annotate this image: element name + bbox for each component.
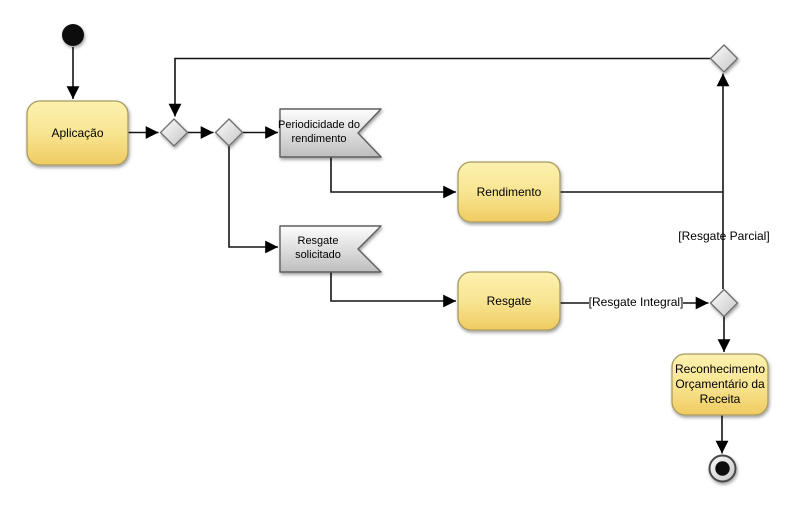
edge-periodicidade-to-rendimento <box>330 157 456 199</box>
decision-diamond-right <box>709 288 739 318</box>
activity-resgate <box>457 271 561 331</box>
activity-aplicacao <box>26 100 129 166</box>
edge-topmerge-to-merge1 <box>168 57 711 117</box>
edge-decision1-to-resgate-solicitado <box>228 146 278 254</box>
initial-node <box>62 24 84 46</box>
merge-diamond-1 <box>159 118 189 147</box>
edges-group <box>66 47 731 454</box>
final-node <box>708 454 737 483</box>
activity-reconhecimento <box>671 353 769 416</box>
accept-event-resgate-solicitado <box>279 225 382 273</box>
final-node-core <box>715 461 730 476</box>
activity-rendimento <box>457 161 561 223</box>
edge-resgate-solicitado-to-resgate <box>330 272 456 308</box>
merge-diamond-top-right <box>709 44 739 73</box>
decision-diamond-1 <box>214 118 244 147</box>
accept-event-periodicidade <box>279 108 382 158</box>
